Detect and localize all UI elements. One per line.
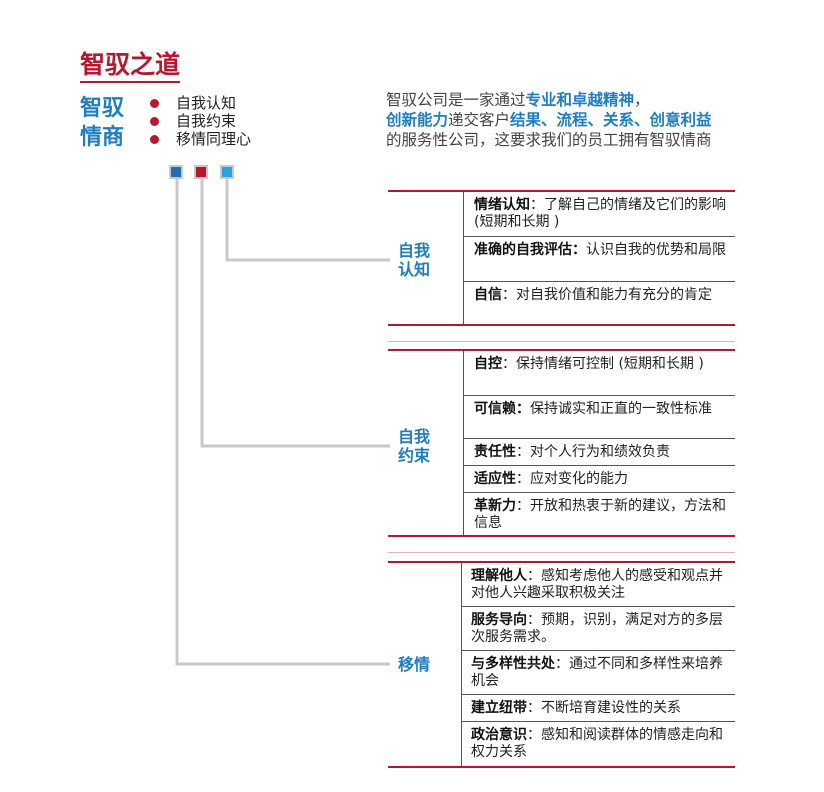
item-desc: ：预期，识别，满足对方的多层次服务需求。: [471, 612, 723, 645]
item-desc: ：不断培育建设性的关系: [527, 700, 681, 716]
list-item: 可信赖：保持诚实和正直的一致性标准: [474, 401, 736, 418]
section-spacer-rule: [388, 552, 735, 553]
bullet-dot-icon: [150, 116, 159, 126]
eq-label: 智驭 情商: [80, 94, 124, 152]
bullet-dot-icon: [150, 134, 159, 144]
intro-text-plain: ，: [634, 91, 650, 109]
intro-text-highlight: 结果、流程、关系、创意利益: [510, 111, 712, 129]
intro-text-plain: 智驭公司是一家通过: [386, 91, 526, 109]
item-separator: [463, 438, 735, 439]
item-term: 建立纽带: [471, 700, 527, 716]
list-item: 情绪认知：了解自己的情绪及它们的影响 (短期和长期 ): [474, 197, 736, 231]
section-vertical-rule: [463, 192, 464, 324]
list-item: 责任性：对个人行为和绩效负责: [474, 444, 736, 461]
item-term: 准确的自我评估：: [474, 242, 586, 258]
section-divider: [388, 324, 735, 326]
intro-text-plain: 递交客户: [448, 111, 511, 129]
bullet-text: 移情同理心: [176, 130, 252, 148]
section-divider: [388, 766, 735, 768]
item-term: 革新力: [474, 498, 516, 514]
bullet-text: 自我约束: [176, 112, 237, 130]
item-term: 责任性: [474, 444, 516, 460]
item-desc: 保持诚实和正直的一致性标准: [530, 401, 712, 417]
section-divider: [388, 535, 735, 537]
intro-text: 智驭公司是一家通过专业和卓越精神， 创新能力递交客户结果、流程、关系、创意利益 …: [386, 90, 786, 150]
item-term: 服务导向: [471, 612, 527, 628]
list-item: 移情同理心: [150, 130, 251, 148]
list-item: 政治意识：感知和阅读群体的情感走向和权力关系: [471, 727, 733, 761]
item-term: 政治意识: [471, 727, 527, 743]
list-item: 自控：保持情绪可控制 (短期和长期 ): [474, 356, 736, 373]
connector-self-regulation: [200, 179, 390, 448]
category-label-line: 约束: [398, 446, 431, 465]
list-item: 革新力：开放和热衷于新的建议，方法和信息: [474, 498, 736, 532]
red-square-icon: [196, 167, 206, 177]
light-blue-square-icon: [222, 167, 232, 177]
list-item: 建立纽带：不断培育建设性的关系: [471, 700, 733, 717]
bullet-list: 自我认知 自我约束 移情同理心: [150, 94, 251, 148]
intro-text-highlight: 创新能力: [386, 111, 449, 129]
item-desc: ：对个人行为和绩效负责: [516, 444, 670, 460]
item-term: 理解他人: [471, 568, 527, 584]
page-title: 智驭之道: [80, 50, 181, 83]
item-desc: ：感知和阅读群体的情感走向和权力关系: [471, 727, 723, 760]
item-separator: [461, 694, 735, 695]
item-desc: ：保持情绪可控制 (短期和长期 ): [502, 356, 704, 372]
list-item: 自我约束: [150, 112, 251, 130]
category-label-line: 认知: [398, 260, 431, 279]
item-separator: [461, 606, 735, 607]
section-vertical-rule: [463, 351, 464, 535]
connector-empathy: [175, 179, 390, 666]
category-label-line: 自我: [398, 241, 431, 260]
item-desc: ：感知考虑他人的感受和观点并对他人兴趣采取积极关注: [471, 568, 723, 601]
section-divider: [388, 190, 735, 192]
item-separator: [461, 650, 735, 651]
bullet-dot-icon: [150, 98, 159, 108]
item-desc: ：了解自己的情绪及它们的影响 (短期和长期 ): [474, 197, 726, 230]
list-item: 理解他人：感知考虑他人的感受和观点并对他人兴趣采取积极关注: [471, 568, 733, 602]
item-separator: [463, 236, 735, 237]
category-label-line: 自我: [398, 427, 431, 446]
connector-self-awareness: [225, 179, 390, 262]
section-vertical-rule: [461, 563, 462, 766]
eq-label-line-2: 情商: [80, 125, 125, 150]
item-desc: ：应对变化的能力: [516, 471, 628, 487]
item-desc: ：通过不同和多样性来培养机会: [471, 656, 723, 689]
item-term: 与多样性共处: [471, 656, 555, 672]
list-item: 自我认知: [150, 94, 251, 112]
bullet-text: 自我认知: [176, 94, 237, 112]
item-desc: ：开放和热衷于新的建议，方法和信息: [474, 498, 726, 531]
item-term: 情绪认知: [474, 197, 530, 213]
blue-square-icon: [171, 167, 181, 177]
category-label-self-regulation: 自我 约束: [398, 427, 430, 465]
section-divider: [388, 349, 735, 351]
item-separator: [463, 492, 735, 493]
item-separator: [463, 465, 735, 466]
item-term: 自信: [474, 287, 502, 303]
item-term: 可信赖：: [474, 401, 530, 417]
category-label-line: 移情: [398, 655, 431, 674]
item-desc: 认识自我的优势和局限: [586, 242, 726, 258]
list-item: 与多样性共处：通过不同和多样性来培养机会: [471, 656, 733, 690]
list-item: 准确的自我评估：认识自我的优势和局限: [474, 242, 736, 259]
item-term: 适应性: [474, 471, 516, 487]
section-divider: [388, 561, 735, 563]
list-item: 服务导向：预期，识别，满足对方的多层次服务需求。: [471, 612, 733, 646]
item-desc: ：对自我价值和能力有充分的肯定: [502, 287, 712, 303]
intro-text-plain: 的服务性公司，这要求我们的员工拥有智驭情商: [386, 131, 712, 149]
list-item: 自信：对自我价值和能力有充分的肯定: [474, 287, 736, 304]
item-term: 自控: [474, 356, 502, 372]
item-separator: [463, 395, 735, 396]
item-separator: [461, 721, 735, 722]
category-label-empathy: 移情: [398, 655, 430, 674]
category-label-self-awareness: 自我 认知: [398, 241, 430, 279]
item-separator: [463, 281, 735, 282]
list-item: 适应性：应对变化的能力: [474, 471, 736, 488]
intro-text-highlight: 专业和卓越精神: [525, 91, 635, 109]
eq-label-line-1: 智驭: [80, 96, 125, 121]
section-spacer-rule: [388, 341, 735, 342]
